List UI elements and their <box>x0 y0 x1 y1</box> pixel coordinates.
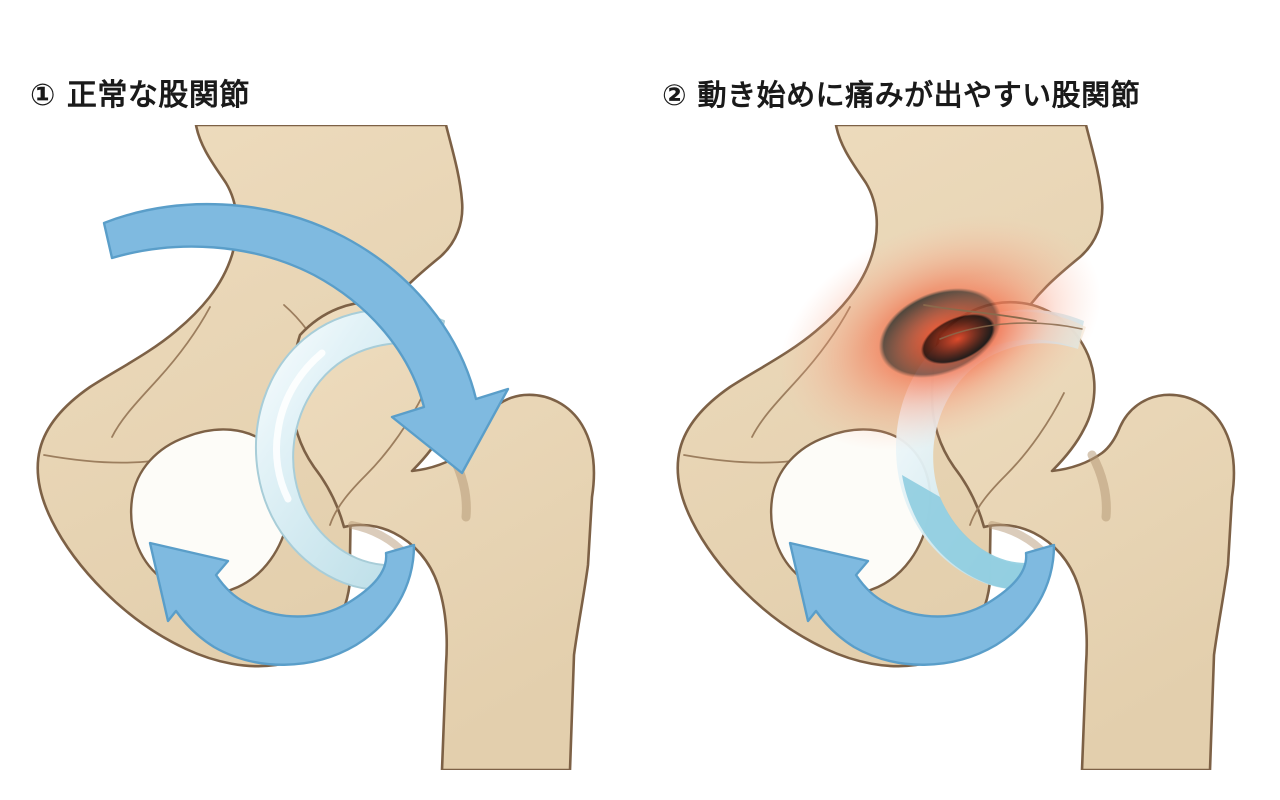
lower-rotation-arrow <box>788 541 1056 666</box>
joint-space-line <box>939 322 1083 340</box>
cartilage-remaining-inferior <box>902 475 1034 590</box>
femoral-neck-line <box>969 392 1065 526</box>
panel-title-painful-hip: ② 動き始めに痛みが出やすい股関節 <box>662 78 1141 112</box>
figure-painful-hip <box>640 125 1280 770</box>
intertrochanteric-line <box>1087 450 1111 522</box>
articular-cartilage <box>255 308 445 591</box>
upper-rotation-arrow <box>102 202 510 475</box>
hip-diagram-normal-svg <box>36 125 596 770</box>
pelvic-brim-line <box>111 306 211 438</box>
cartilage-highlight <box>272 349 326 503</box>
inflammation-core-glow <box>860 272 1056 406</box>
lower-rotation-arrow <box>148 541 416 666</box>
panel-normal-hip: ① 正常な股関節 <box>0 78 640 770</box>
ischial-ridge-line <box>43 454 153 464</box>
hip-diagram-painful-svg <box>676 125 1236 770</box>
ischial-ridge-line <box>683 454 793 464</box>
panel-painful-hip: ② 動き始めに痛みが出やすい股関節 <box>640 0 1280 800</box>
panel-title-normal-hip: ① 正常な股関節 <box>30 78 250 113</box>
acetabular-rim-line <box>923 304 1037 322</box>
figure-normal-hip <box>0 125 640 770</box>
